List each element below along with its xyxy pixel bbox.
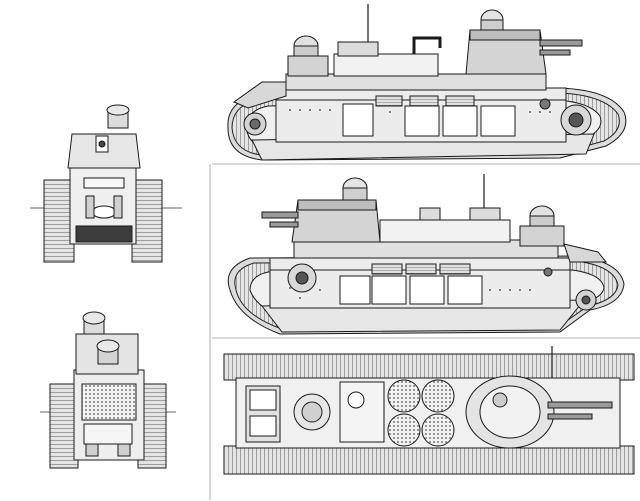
guide-lines	[209, 163, 640, 500]
view-right-side	[227, 4, 627, 161]
view-left-side	[227, 174, 625, 335]
view-rear	[40, 311, 176, 469]
view-top	[223, 346, 635, 475]
view-front	[30, 104, 182, 263]
